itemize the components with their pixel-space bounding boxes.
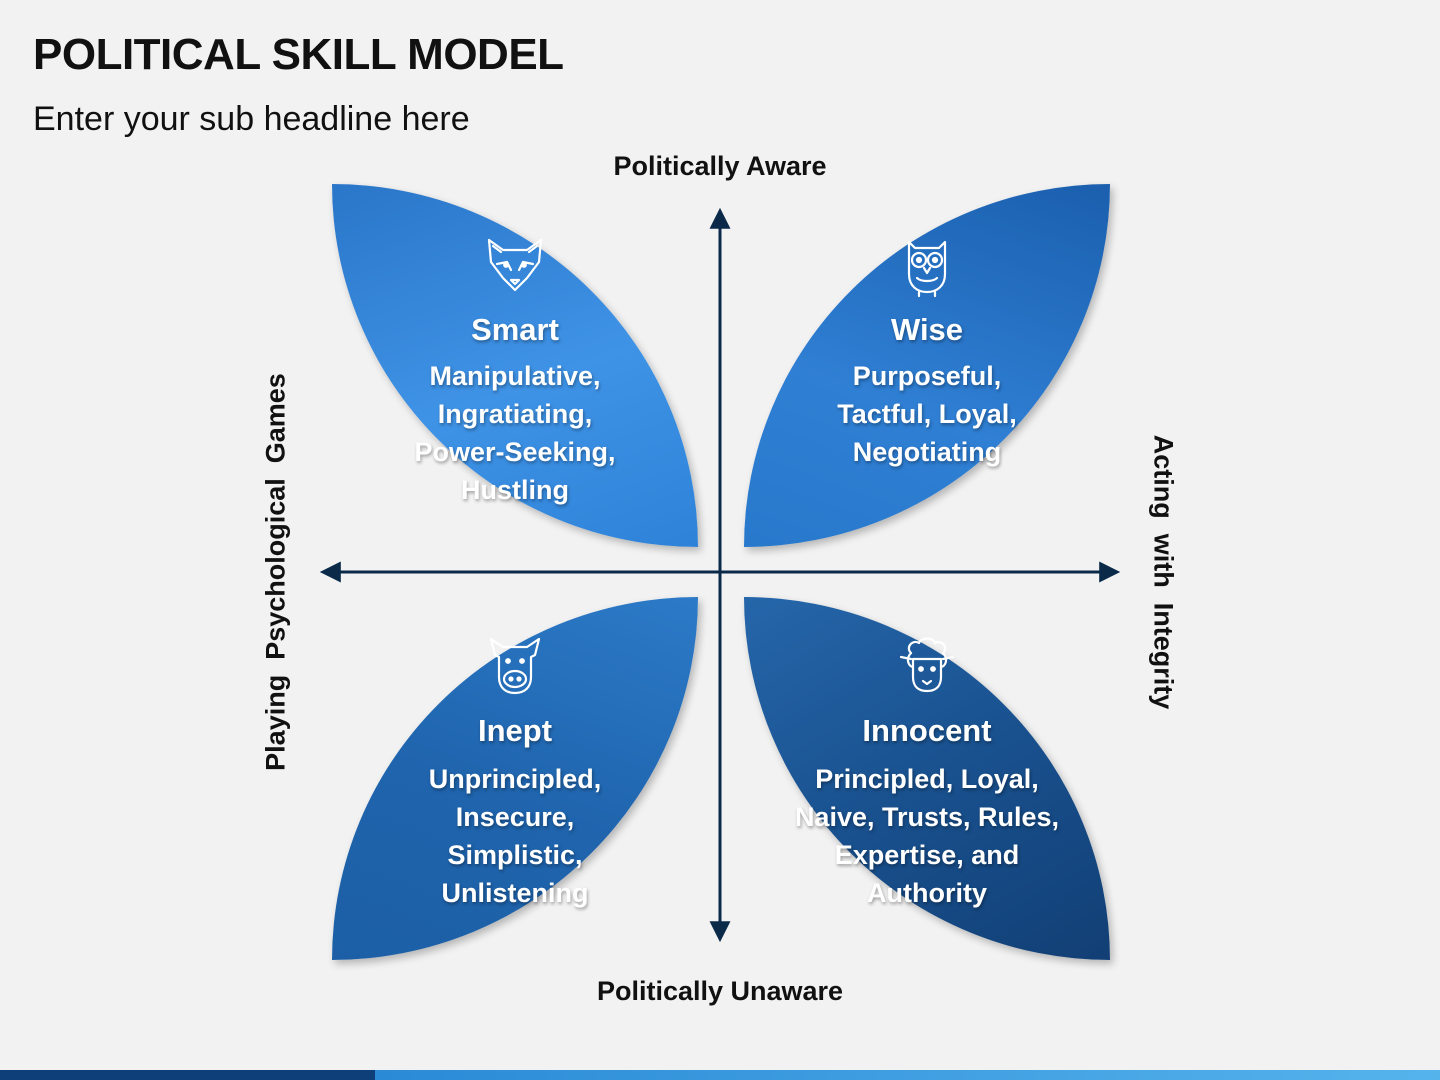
quadrant-wise-text: Purposeful, Tactful, Loyal, Negotiating [837, 361, 1017, 467]
quadrant-innocent-title: Innocent [862, 713, 992, 748]
footer-bar-light [375, 1070, 1440, 1080]
quadrant-innocent: Innocent Principled, Loyal, Naive, Trust… [744, 597, 1110, 960]
axis-label-bottom: Politically Unaware [596, 976, 844, 1006]
owl-icon [907, 240, 947, 298]
axis-label-right: Acting with Integrity [1148, 434, 1179, 710]
footer-bar-dark [0, 1070, 375, 1080]
quadrant-inept-text: Unprincipled, Insecure, Simplistic, Unli… [428, 764, 602, 908]
fox-icon [487, 238, 543, 292]
quadrant-inept: Inept Unprincipled, Insecure, Simplistic… [332, 597, 698, 960]
page-subtitle: Enter your sub headline here [33, 100, 470, 138]
axis-label-left: Playing Psychological Games [260, 373, 291, 771]
quadrant-smart-text: Manipulative, Ingratiating, Power-Seekin… [414, 361, 616, 505]
donkey-icon [489, 637, 541, 695]
quadrant-smart: Smart Manipulative, Ingratiating, Power-… [332, 184, 698, 547]
quadrant-smart-title: Smart [471, 312, 559, 347]
page-title: POLITICAL SKILL MODEL [33, 30, 564, 79]
footer-bar [0, 1070, 1440, 1080]
quadrant-wise: Wise Purposeful, Tactful, Loyal, Negotia… [744, 184, 1110, 547]
axis-label-top: Politically Aware [613, 151, 827, 181]
quadrant-innocent-text: Principled, Loyal, Naive, Trusts, Rules,… [794, 764, 1060, 908]
sheep-icon [899, 637, 955, 693]
quadrant-inept-title: Inept [477, 713, 553, 748]
quadrant-wise-title: Wise [890, 312, 964, 347]
